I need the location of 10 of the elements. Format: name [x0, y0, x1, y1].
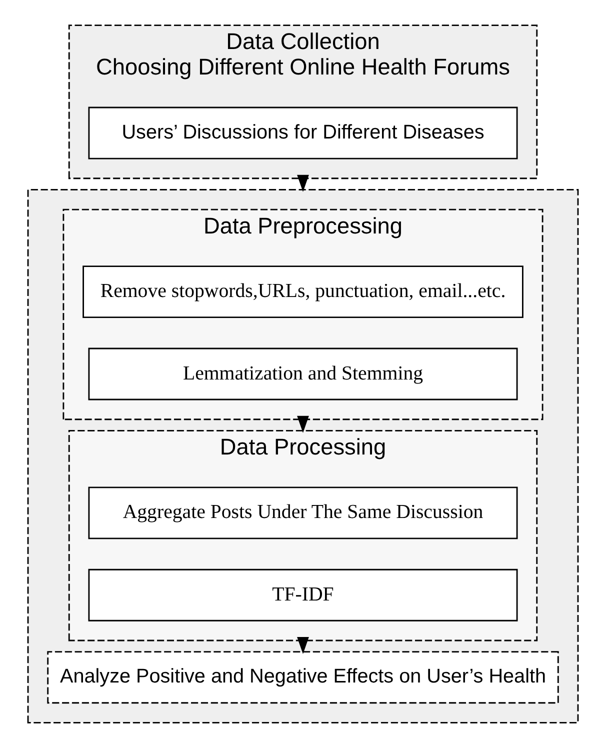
arrow	[297, 636, 309, 654]
node-box: Lemmatization and Stemming	[88, 348, 518, 400]
node-box: Aggregate Posts Under The Same Discussion	[88, 486, 518, 540]
arrow	[297, 174, 309, 192]
cluster	[27, 189, 579, 724]
node-box: TF-IDF	[88, 568, 518, 622]
node-box: Remove stopwords,URLs, punctuation, email...etc.	[82, 266, 524, 318]
node-box: Analyze Positive and Negative Effects on User’s Health	[47, 651, 559, 704]
arrow	[297, 416, 309, 433]
node-box: Users’ Discussions for Different Diseases	[88, 106, 518, 160]
